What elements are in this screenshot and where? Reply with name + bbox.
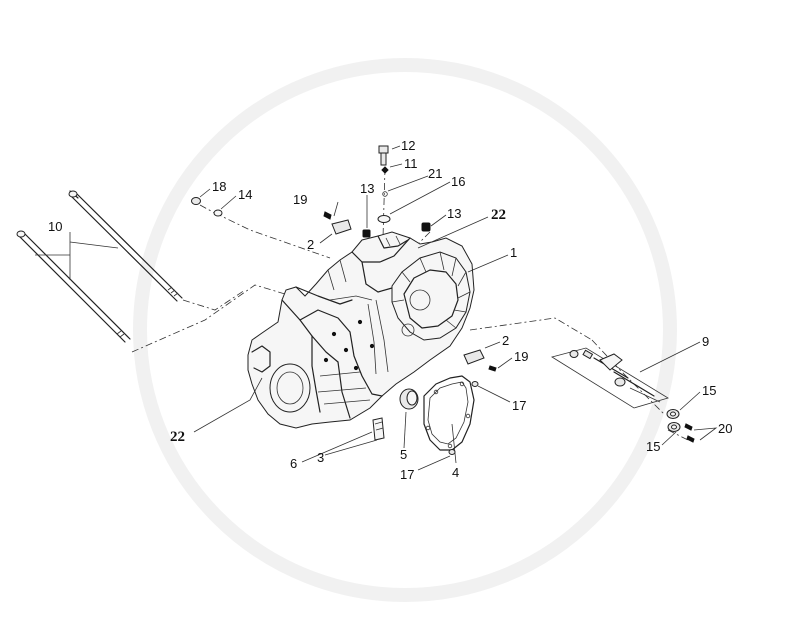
callout-17-right: 17 [512,398,526,413]
callout-15-bottom: 15 [646,439,660,454]
callout-16: 16 [451,174,465,189]
washers-and-bolts [666,409,695,443]
callout-9: 9 [702,334,709,349]
dowel-pin-and-oring [191,197,223,217]
callout-20: 20 [718,421,732,436]
bolt-stack [377,145,391,223]
lock-plate-top [323,211,352,235]
callout-21: 21 [428,166,442,181]
callout-3: 3 [317,450,324,465]
callout-11: 11 [404,156,418,171]
oil-seal [399,388,419,410]
callout-15-top: 15 [702,383,716,398]
leader-lines [35,145,718,471]
callout-4: 4 [452,465,459,480]
callout-13-right: 13 [447,206,461,221]
callout-13-left: 13 [360,181,374,196]
stud-bolts [16,190,183,343]
callout-14: 14 [238,187,252,202]
lock-plate-right [463,349,497,372]
callout-19-top: 19 [293,192,307,207]
callout-5: 5 [400,447,407,462]
cover-gasket [423,375,479,455]
callout-12: 12 [401,138,415,153]
callout-2-top: 2 [307,237,314,252]
callout-17-bottom: 17 [400,467,414,482]
breather-plate [372,417,385,441]
shift-shaft-assembly [551,347,669,409]
callout-2-right: 2 [502,333,509,348]
dowels-13 [362,222,431,238]
watermark [133,58,677,602]
callout-6: 6 [290,456,297,471]
callout-19-right: 19 [514,349,528,364]
callout-18: 18 [212,179,226,194]
callout-labels: 12 11 21 16 13 13 19 2 18 14 22 1 10 2 1… [48,138,732,482]
callout-10: 10 [48,219,62,234]
callout-22-bottom: 22 [170,429,185,445]
callout-1: 1 [510,245,517,260]
crankcase-housing [247,231,475,429]
callout-22-top: 22 [491,207,506,223]
